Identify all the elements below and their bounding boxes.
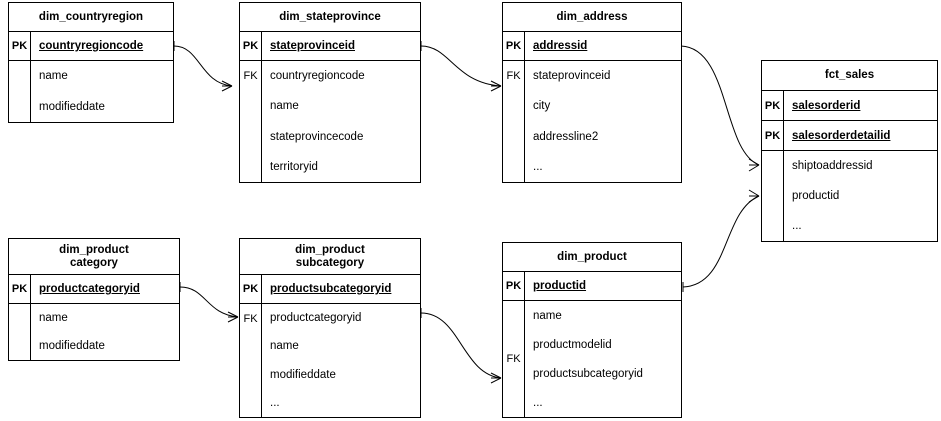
entity-body: PK countryregioncode name modifieddate [9,32,173,122]
table-row[interactable]: PK salesorderdetailid [762,121,937,151]
key-marker: PK [240,32,262,60]
attribute-key-gutter: FK [240,61,262,182]
table-row[interactable]: PK salesorderid [762,91,937,121]
gutter-label: FK [243,313,258,325]
field-name: salesorderdetailid [792,129,891,142]
list-item[interactable]: stateprovincecode [270,130,364,143]
attribute-section: name modifieddate [9,304,179,360]
relationship-stateprovince-address [420,41,502,92]
attribute-section: FK countryregioncode name stateprovincec… [240,61,420,182]
attribute-key-gutter: FK [240,304,262,417]
key-marker: PK [9,32,31,60]
list-item[interactable]: name [533,309,562,322]
relationship-product-fctsales [682,189,760,292]
entity-title: dim_stateprovince [240,3,420,32]
key-marker: PK [503,32,525,60]
field-name: productcategoryid [39,283,140,295]
entity-body: PK productsubcategoryid FK productcatego… [240,275,420,417]
gutter-label: FK [243,70,258,82]
attribute-list: stateprovinceid city addressline2 ... [525,61,681,182]
list-item[interactable]: stateprovinceid [533,70,611,83]
entity-title: dim_countryregion [9,3,173,32]
field-name: countryregioncode [39,40,144,52]
list-item[interactable]: ... [533,160,543,173]
field-name: stateprovinceid [270,40,355,52]
entity-dim-productsubcategory[interactable]: dim_product subcategory PK productsubcat… [239,238,421,418]
table-row[interactable]: PK productcategoryid [9,275,179,304]
list-item[interactable]: productmodelid [533,338,612,351]
entity-dim-countryregion[interactable]: dim_countryregion PK countryregioncode n… [8,2,174,123]
entity-body: PK productcategoryid name modifieddate [9,275,179,360]
list-item[interactable]: shiptoaddressid [792,160,873,172]
list-item[interactable]: productsubcategoryid [533,367,643,380]
list-item[interactable]: name [270,100,299,113]
key-marker: PK [240,275,262,303]
entity-title: dim_product category [9,239,179,275]
list-item[interactable]: name [270,340,299,353]
entity-dim-stateprovince[interactable]: dim_stateprovince PK stateprovinceid FK … [239,2,421,183]
entity-body: PK addressid FK stateprovinceid city add… [503,32,681,182]
attribute-key-gutter [9,304,31,360]
entity-dim-address[interactable]: dim_address PK addressid FK stateprovinc… [502,2,682,183]
entity-fct-sales[interactable]: fct_sales PK salesorderid PK salesorderd… [761,60,938,242]
list-item[interactable]: ... [792,220,802,232]
gutter-label: FK [506,353,521,365]
list-item[interactable]: city [533,100,551,113]
list-item[interactable]: modifieddate [39,340,105,352]
entity-title: dim_address [503,3,681,32]
relationship-address-fctsales [680,41,760,172]
attribute-section: FK name productmodelid productsubcategor… [503,301,681,417]
list-item[interactable]: modifieddate [39,100,105,113]
key-marker: PK [762,91,784,120]
field-name: addressid [533,40,588,52]
attribute-key-gutter: FK [503,61,525,182]
attribute-section: shiptoaddressid productid ... [762,151,937,241]
list-item[interactable]: ... [270,396,280,409]
field-name: productsubcategoryid [270,283,392,295]
list-item[interactable]: ... [533,396,543,409]
table-row[interactable]: PK productsubcategoryid [240,275,420,304]
relationship-productcategory-subcategory [179,282,239,323]
entity-title: fct_sales [762,61,937,91]
attribute-section: FK stateprovinceid city addressline2 ... [503,61,681,182]
attribute-key-gutter [762,151,784,241]
attribute-list: countryregioncode name stateprovincecode… [262,61,420,182]
relationship-subcategory-product [420,308,502,384]
table-row[interactable]: PK countryregioncode [9,32,173,61]
list-item[interactable]: productcategoryid [270,312,362,325]
key-marker: PK [762,121,784,150]
relationship-countryregion-stateprovince [173,41,233,92]
entity-title: dim_product subcategory [240,239,420,275]
attribute-list: shiptoaddressid productid ... [784,151,937,241]
list-item[interactable]: name [39,312,68,324]
attribute-list: name modifieddate [31,304,179,360]
entity-body: PK salesorderid PK salesorderdetailid sh… [762,91,937,241]
attribute-list: name modifieddate [31,61,173,122]
entity-dim-productcategory[interactable]: dim_product category PK productcategoryi… [8,238,180,361]
list-item[interactable]: modifieddate [270,368,336,381]
field-name: salesorderid [792,99,861,112]
table-row[interactable]: PK addressid [503,32,681,61]
entity-dim-product[interactable]: dim_product PK productid FK name product… [502,242,682,418]
field-name: productid [533,280,587,292]
list-item[interactable]: countryregioncode [270,70,365,83]
attribute-list: name productmodelid productsubcategoryid… [525,301,681,417]
table-row[interactable]: PK stateprovinceid [240,32,420,61]
list-item[interactable]: addressline2 [533,130,599,143]
attribute-list: productcategoryid name modifieddate ... [262,304,420,417]
entity-body: PK productid FK name productmodelid prod… [503,272,681,417]
table-row[interactable]: PK productid [503,272,681,301]
attribute-key-gutter: FK [503,301,525,417]
attribute-section: FK productcategoryid name modifieddate .… [240,304,420,417]
attribute-section: name modifieddate [9,61,173,122]
list-item[interactable]: name [39,70,68,83]
entity-body: PK stateprovinceid FK countryregioncode … [240,32,420,182]
attribute-key-gutter [9,61,31,122]
gutter-label: FK [506,70,521,82]
entity-title: dim_product [503,243,681,272]
key-marker: PK [503,272,525,300]
list-item[interactable]: productid [792,190,840,202]
key-marker: PK [9,275,31,303]
list-item[interactable]: territoryid [270,160,318,173]
